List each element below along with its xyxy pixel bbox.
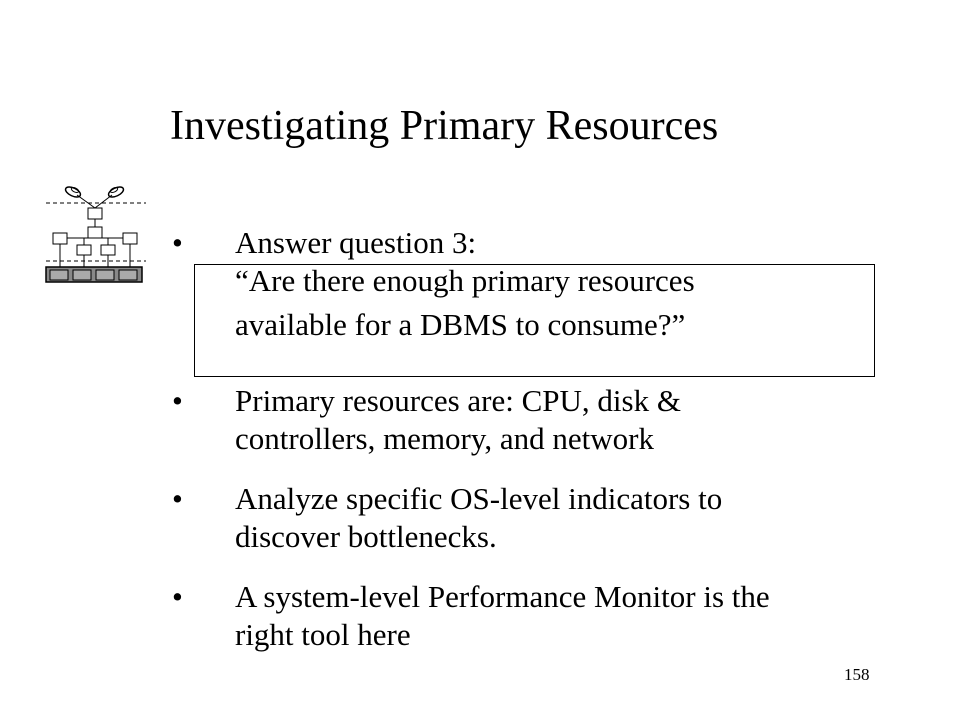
quote-text-line: available for a DBMS to consume?” <box>235 307 686 342</box>
bullet-text-line: controllers, memory, and network <box>235 421 654 456</box>
slide-title: Investigating Primary Resources <box>170 103 719 149</box>
bullet-marker: • <box>172 579 183 614</box>
bullet-marker: • <box>172 481 183 516</box>
bullet-marker: • <box>172 225 183 260</box>
bullet-text-line: right tool here <box>235 617 411 652</box>
bullet-text-line: Primary resources are: CPU, disk & <box>235 383 681 418</box>
bullet-text-line: discover bottlenecks. <box>235 519 497 554</box>
page-number: 158 <box>844 665 870 684</box>
quote-box <box>194 264 875 377</box>
bullet-text-line: Answer question 3: <box>235 225 477 260</box>
bullet-text-line: A system-level Performance Monitor is th… <box>235 579 770 614</box>
bullet-marker: • <box>172 383 183 418</box>
quote-text-line: “Are there enough primary resources <box>235 263 695 298</box>
bullet-text-line: Analyze specific OS-level indicators to <box>235 481 723 516</box>
database-architecture-icon <box>45 186 146 283</box>
